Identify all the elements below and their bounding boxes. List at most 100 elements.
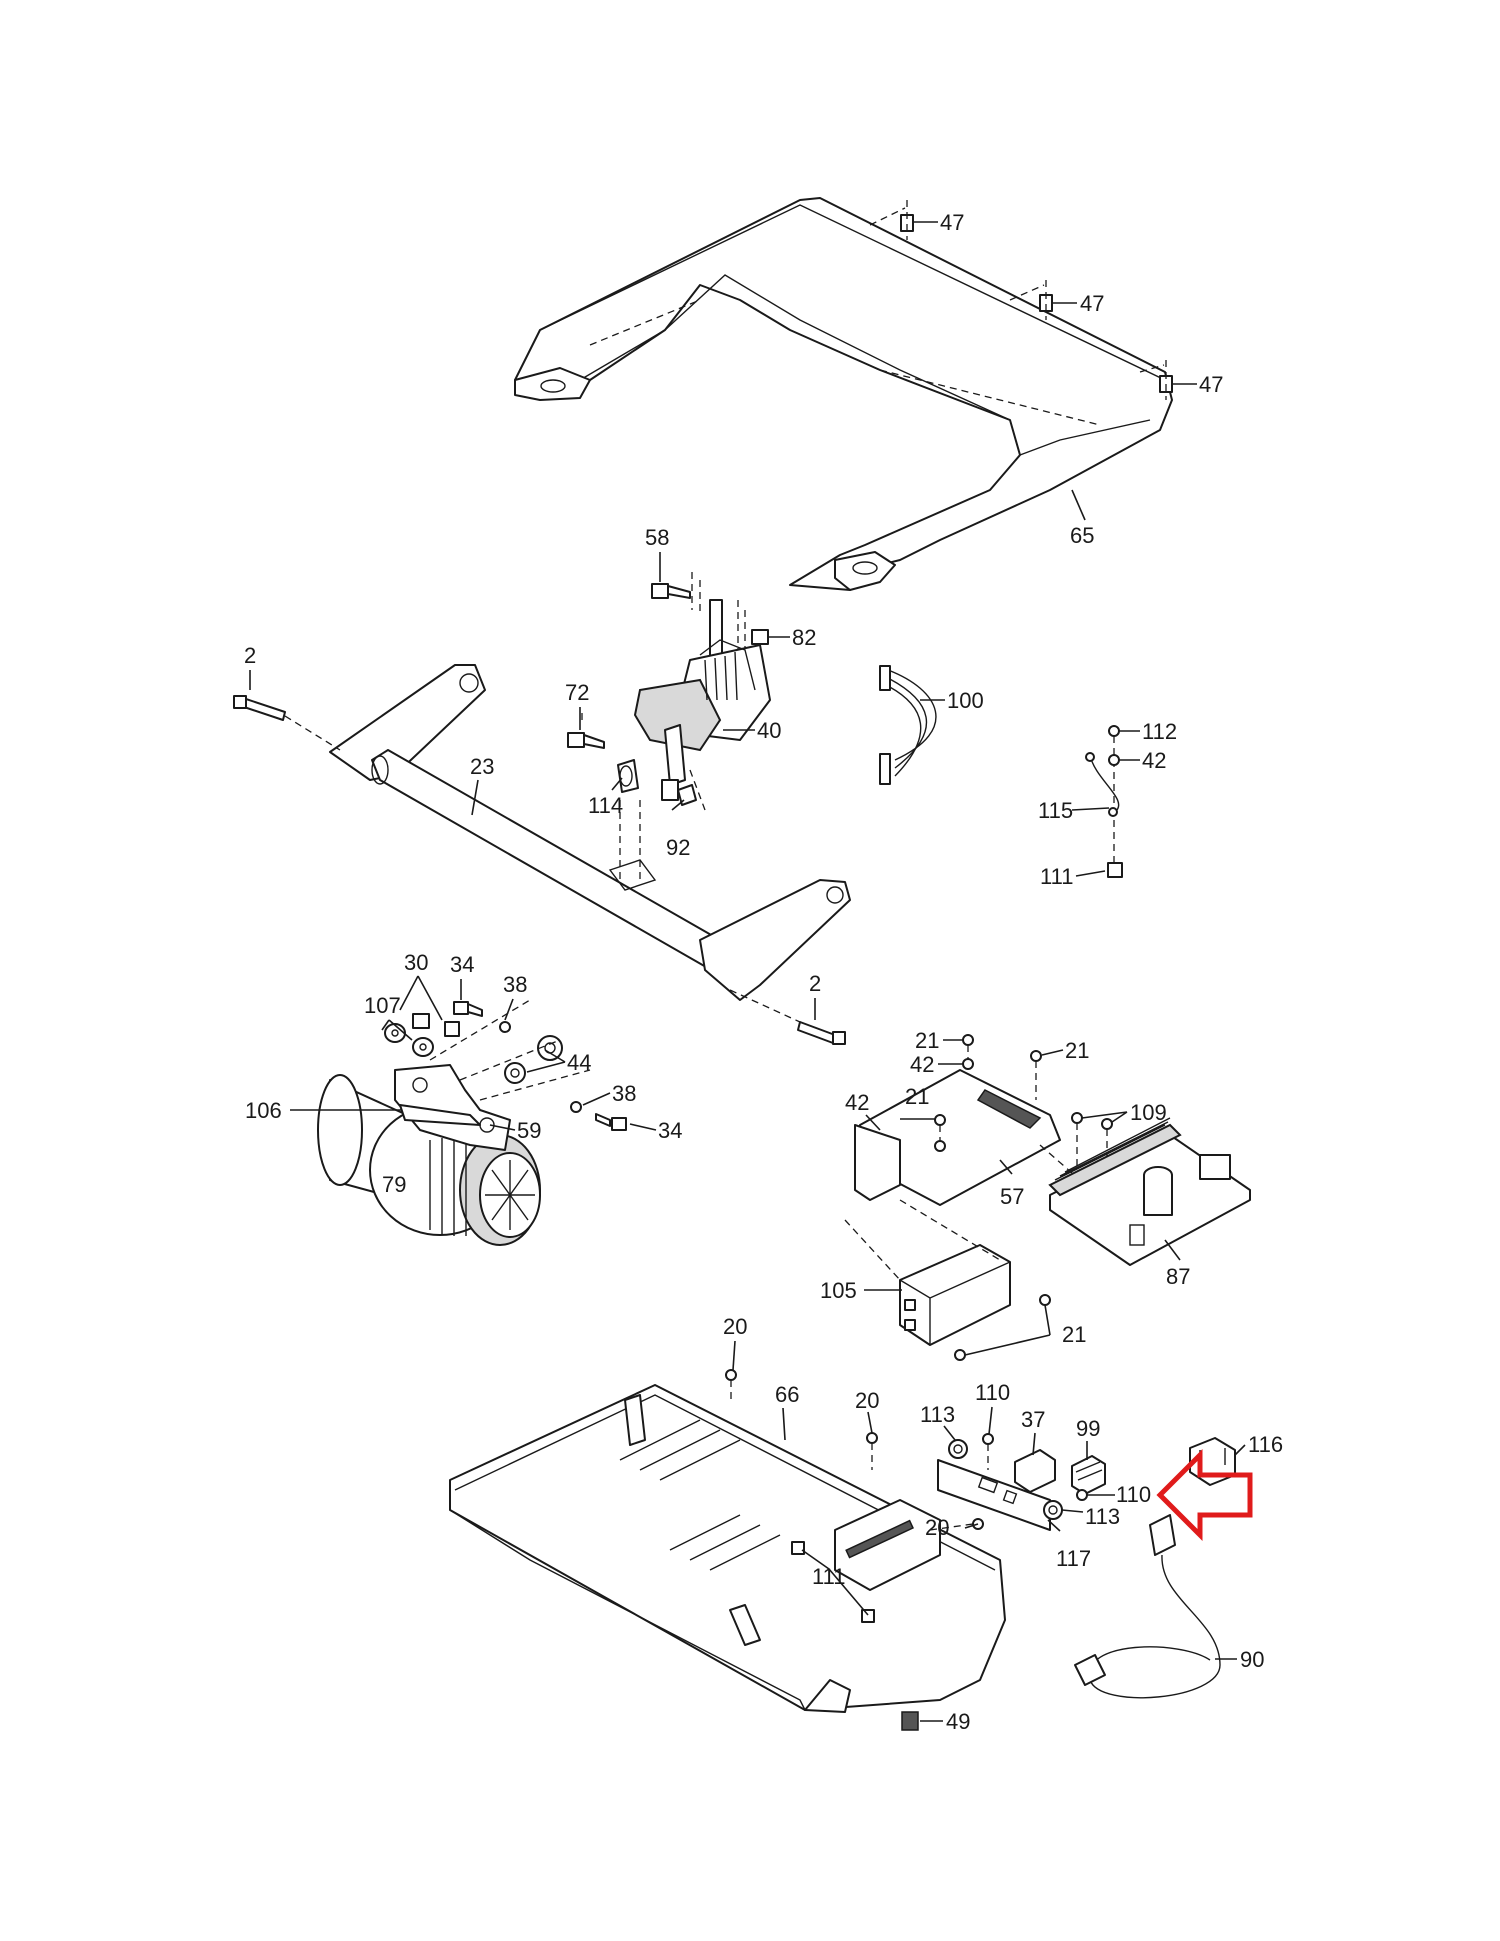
label-111-bottom: 111 bbox=[812, 1564, 845, 1589]
bolt-part-2-right bbox=[729, 989, 846, 1045]
label-47-bottom: 47 bbox=[1199, 372, 1223, 397]
label-65: 65 bbox=[1070, 523, 1094, 548]
label-105: 105 bbox=[820, 1278, 857, 1303]
nut-part-30-left bbox=[412, 1013, 430, 1029]
label-42-mid: 42 bbox=[910, 1052, 934, 1077]
label-59: 59 bbox=[517, 1118, 541, 1143]
screw-part-110-top bbox=[982, 1433, 994, 1470]
circuit-breaker-part-37 bbox=[1014, 1449, 1056, 1493]
label-2-left: 2 bbox=[244, 643, 256, 668]
label-38-bottom: 38 bbox=[612, 1081, 636, 1106]
clip-part-47-top bbox=[869, 200, 914, 240]
leader-lines bbox=[249, 221, 1246, 1722]
bolt-part-2-left bbox=[233, 695, 341, 751]
label-110-top: 110 bbox=[975, 1380, 1010, 1405]
switch-plate-part-117 bbox=[937, 1459, 1051, 1531]
label-113-bottom: 113 bbox=[1085, 1504, 1120, 1529]
screw-part-20-middle bbox=[866, 1432, 878, 1470]
screw-part-21-right bbox=[1030, 1050, 1042, 1100]
label-87: 87 bbox=[1166, 1264, 1190, 1289]
isolator-part-107-left bbox=[384, 1023, 406, 1043]
incline-motor-part-40 bbox=[633, 599, 771, 801]
bolt-part-34-bottom bbox=[595, 1113, 627, 1131]
label-38-top: 38 bbox=[503, 972, 527, 997]
bolt-part-34-top bbox=[453, 1001, 483, 1017]
nut-part-111-bottom bbox=[791, 1541, 875, 1623]
label-90: 90 bbox=[1240, 1647, 1264, 1672]
star-washer-part-42-lower bbox=[934, 1140, 946, 1152]
screw-part-21-top bbox=[962, 1034, 974, 1060]
label-34-bottom: 34 bbox=[658, 1118, 682, 1143]
label-117: 117 bbox=[1056, 1546, 1091, 1571]
screw-part-21-left bbox=[934, 1114, 946, 1140]
label-20-left: 20 bbox=[723, 1314, 747, 1339]
part-labels: 47 47 47 65 58 82 2 72 40 100 112 42 23 … bbox=[244, 210, 1283, 1734]
label-107: 107 bbox=[364, 993, 401, 1018]
power-cord-part-90 bbox=[1074, 1514, 1221, 1699]
frame-crossbar-part-23 bbox=[329, 664, 851, 1001]
label-58: 58 bbox=[645, 525, 669, 550]
label-21-filter: 21 bbox=[1062, 1322, 1086, 1347]
label-42-lower: 42 bbox=[845, 1090, 869, 1115]
drive-motor-part-79 bbox=[317, 1074, 541, 1246]
star-washer-part-38-top bbox=[499, 1021, 511, 1033]
wire-harness-part-100 bbox=[879, 665, 937, 785]
label-20-middle: 20 bbox=[855, 1388, 879, 1413]
screw-part-109-right bbox=[1101, 1118, 1113, 1160]
label-112: 112 bbox=[1142, 719, 1177, 744]
clip-part-47-bottom bbox=[1139, 360, 1173, 400]
screw-part-112 bbox=[1108, 725, 1120, 870]
label-44: 44 bbox=[567, 1050, 591, 1075]
label-82: 82 bbox=[792, 625, 816, 650]
label-79: 79 bbox=[382, 1172, 406, 1197]
spacer-part-114 bbox=[617, 759, 639, 793]
nut-part-30-right bbox=[444, 1021, 460, 1037]
washer-part-44-bottom bbox=[504, 1062, 526, 1084]
label-99: 99 bbox=[1076, 1416, 1100, 1441]
label-116: 116 bbox=[1248, 1432, 1283, 1457]
filter-part-105 bbox=[899, 1244, 1011, 1346]
isolator-part-107-right bbox=[412, 1037, 434, 1057]
label-72: 72 bbox=[565, 680, 589, 705]
label-49: 49 bbox=[946, 1709, 970, 1734]
motor-base-part-66 bbox=[449, 1384, 1006, 1713]
star-washer-part-42-top bbox=[1108, 754, 1120, 766]
label-92: 92 bbox=[666, 835, 690, 860]
label-42-top: 42 bbox=[1142, 748, 1166, 773]
power-switch-part-99 bbox=[1071, 1455, 1106, 1495]
label-47-top: 47 bbox=[940, 210, 964, 235]
label-23: 23 bbox=[470, 754, 494, 779]
ground-wire-part-115 bbox=[1085, 752, 1120, 817]
label-37: 37 bbox=[1021, 1407, 1045, 1432]
label-110-bottom: 110 bbox=[1116, 1482, 1151, 1507]
controller-board-part-87 bbox=[1048, 1117, 1251, 1266]
label-21-top: 21 bbox=[915, 1028, 939, 1053]
belt-guard-part-106 bbox=[399, 1104, 481, 1126]
label-111-top: 111 bbox=[1040, 864, 1073, 889]
label-34-top: 34 bbox=[450, 952, 474, 977]
bolt-part-72 bbox=[567, 710, 605, 749]
label-2-right: 2 bbox=[809, 971, 821, 996]
washer-part-113-top bbox=[948, 1439, 968, 1459]
label-21-right: 21 bbox=[1065, 1038, 1089, 1063]
label-47-middle: 47 bbox=[1080, 291, 1104, 316]
screw-part-110-bottom bbox=[1076, 1489, 1088, 1501]
label-66: 66 bbox=[775, 1382, 799, 1407]
washer-part-113-bottom bbox=[1043, 1500, 1063, 1520]
nut-part-92 bbox=[677, 769, 706, 811]
star-washer-part-38-bottom bbox=[570, 1101, 582, 1113]
label-114: 114 bbox=[588, 793, 623, 818]
label-20-right: 20 bbox=[925, 1515, 949, 1540]
screw-part-21-filter-bottom bbox=[954, 1349, 966, 1361]
label-100: 100 bbox=[947, 688, 984, 713]
foot-part-49 bbox=[901, 1711, 919, 1731]
label-21-left: 21 bbox=[905, 1084, 929, 1109]
highlight-arrow bbox=[1156, 1448, 1253, 1542]
label-113-top: 113 bbox=[920, 1402, 955, 1427]
label-109: 109 bbox=[1130, 1100, 1167, 1125]
screw-part-20-left bbox=[725, 1369, 737, 1400]
label-57: 57 bbox=[1000, 1184, 1024, 1209]
screw-part-21-filter-right bbox=[1039, 1294, 1051, 1306]
controller-bracket-part-57 bbox=[854, 1069, 1081, 1206]
